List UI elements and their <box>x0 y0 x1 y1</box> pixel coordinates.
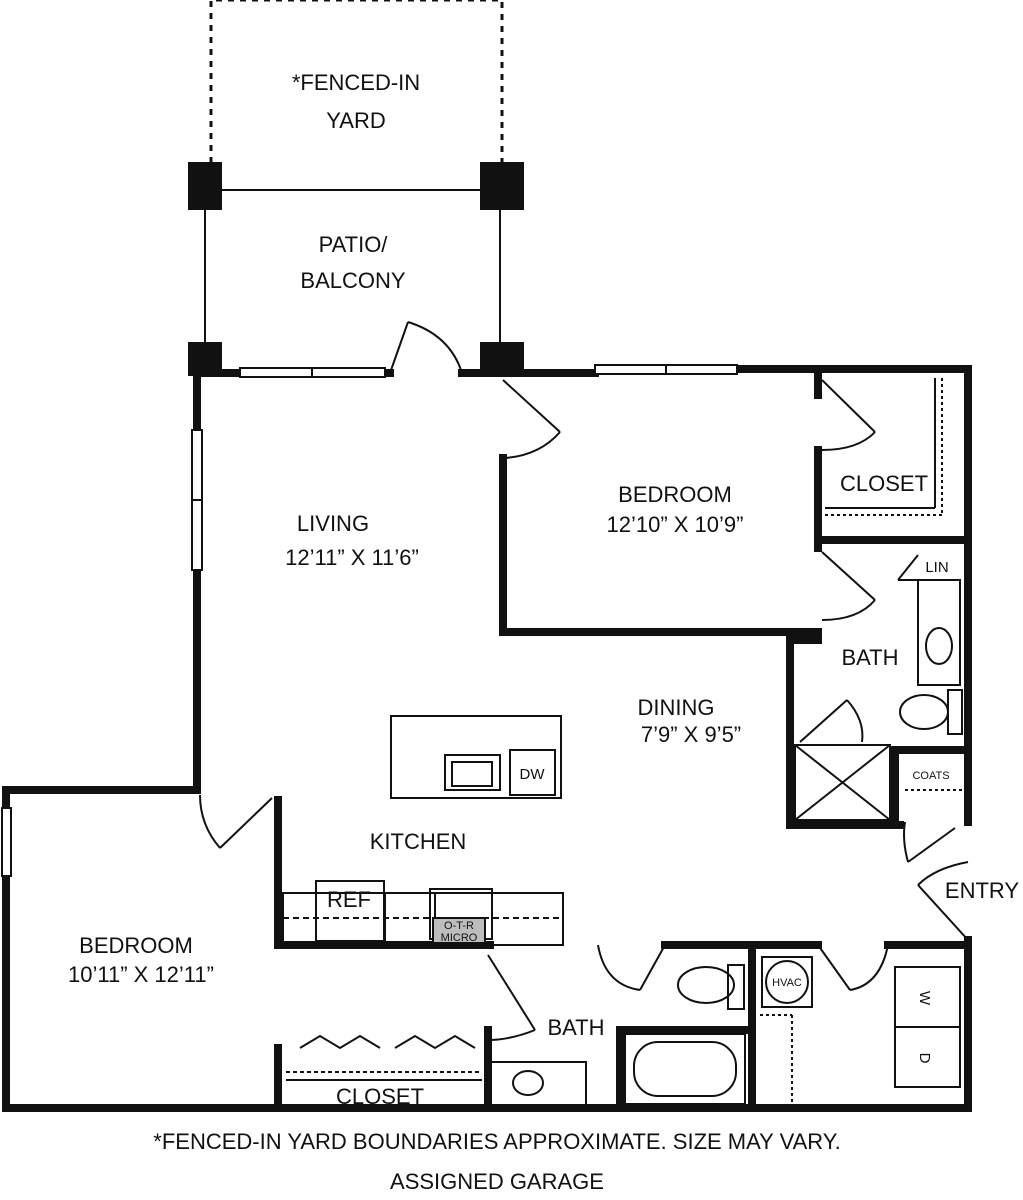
bedroom1-size: 12’10” X 10’9” <box>607 512 744 537</box>
bath1-fixtures <box>794 554 963 821</box>
laundry-fixtures <box>760 956 961 1105</box>
bedroom2-size: 10’11” X 12’11” <box>68 962 214 987</box>
footer-note-1: *FENCED-IN YARD BOUNDARIES APPROXIMATE. … <box>153 1129 840 1154</box>
living-name: LIVING <box>297 511 369 536</box>
bath2-fixtures <box>489 964 746 1109</box>
dining-size: 7’9” X 9’5” <box>641 722 741 747</box>
closet1-label: CLOSET <box>840 471 928 496</box>
microwave-label-1: O-T-R <box>444 920 474 932</box>
microwave-hood <box>432 917 486 944</box>
bath1-label: BATH <box>841 645 898 670</box>
fenced-yard <box>209 0 504 175</box>
closet2-rods <box>286 1034 482 1081</box>
dryer-label: D <box>916 1053 933 1064</box>
kitchen-label: KITCHEN <box>370 829 467 854</box>
fridge-label: REF <box>327 887 371 912</box>
kitchen-fixtures <box>282 715 564 946</box>
footer-note-2: ASSIGNED GARAGE <box>390 1169 604 1194</box>
hvac-label: HVAC <box>772 977 802 989</box>
bedroom1-name: BEDROOM <box>618 482 732 507</box>
washer-label: W <box>916 991 933 1006</box>
walls <box>2 365 972 1112</box>
patio-label-1: PATIO/ <box>319 232 389 257</box>
patio-label-2: BALCONY <box>300 268 405 293</box>
entry-label: ENTRY <box>945 878 1019 903</box>
closet1-shelf <box>825 378 943 516</box>
bath2-label: BATH <box>547 1015 604 1040</box>
windows <box>1 364 738 877</box>
dishwasher-label: DW <box>520 766 546 783</box>
yard-label-1: *FENCED-IN <box>292 70 420 95</box>
microwave-label-2: MICRO <box>441 932 478 944</box>
dining-name: DINING <box>638 695 715 720</box>
linen-label: LIN <box>925 559 948 576</box>
doors <box>199 321 969 1041</box>
closet2-label: CLOSET <box>336 1084 424 1109</box>
yard-label-2: YARD <box>326 108 386 133</box>
coats-label: COATS <box>912 770 949 782</box>
living-size: 12’11” X 11’6” <box>285 545 419 570</box>
bedroom2-name: BEDROOM <box>79 933 193 958</box>
